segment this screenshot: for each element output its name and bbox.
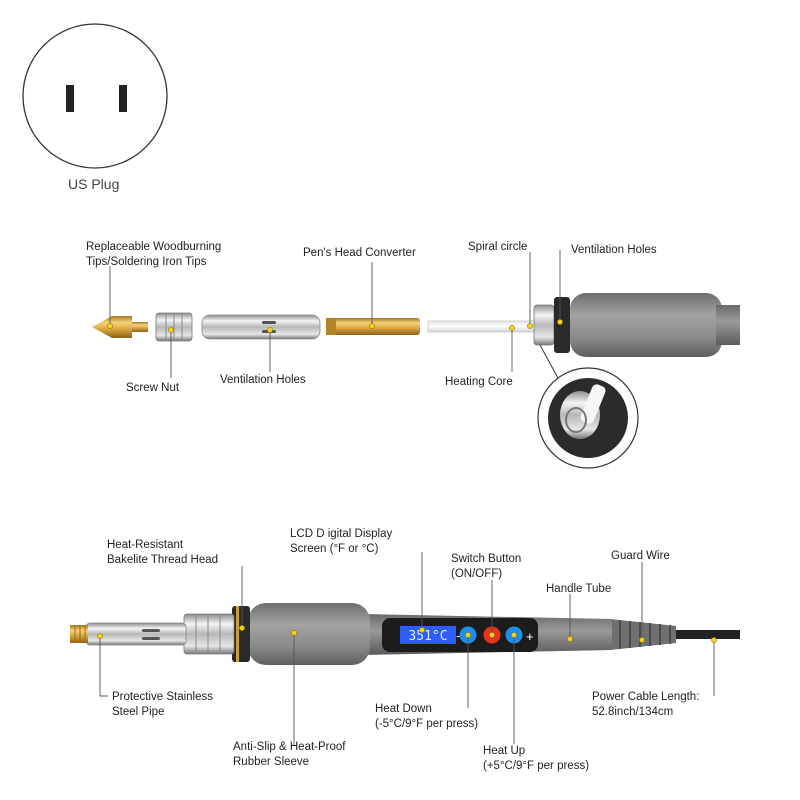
guard-wire (610, 619, 676, 650)
spiral-inset (537, 344, 639, 469)
lcd-display-value: 351°C (408, 629, 447, 644)
label-switch-line2: (ON/OFF) (451, 568, 503, 580)
label-stainless-pipe-line2: Steel Pipe (112, 706, 165, 718)
label-switch: Switch Button (ON/OFF) (451, 552, 521, 582)
label-lcd-line2: Screen (°F or °C) (290, 543, 379, 555)
label-lcd-line1: LCD D igital Display (290, 528, 393, 540)
assembled-tip (70, 625, 88, 643)
label-power-cable-line1: Power Cable Length: (592, 691, 700, 703)
bakelite-thread-head (232, 606, 250, 662)
label-ventilation-holes-bottom: Ventilation Holes (220, 374, 306, 386)
assembled-nut (183, 613, 235, 655)
label-tips-line2: Tips/Soldering Iron Tips (86, 256, 207, 268)
rubber-sleeve (248, 603, 370, 665)
woodburning-tip (92, 316, 148, 338)
power-cable (672, 630, 740, 639)
plug-caption: US Plug (68, 176, 120, 192)
label-heat-up-line1: Heat Up (483, 745, 526, 757)
label-dots (97, 319, 717, 643)
label-rubber-sleeve-line2: Rubber Sleeve (233, 756, 310, 768)
handle-exploded (533, 293, 740, 357)
label-heat-down-line1: Heat Down (375, 703, 432, 715)
label-guard-wire: Guard Wire (611, 550, 670, 562)
label-rubber-sleeve: Anti-Slip & Heat-Proof Rubber Sleeve (233, 740, 346, 770)
screw-nut (155, 312, 193, 342)
label-power-cable-line2: 52.8inch/134cm (592, 706, 674, 718)
heating-core (427, 320, 539, 333)
label-heat-up: Heat Up (+5°C/9°F per press) (483, 744, 589, 774)
label-thread-head: Heat-Resistant Bakelite Thread Head (107, 538, 218, 568)
label-handle-tube: Handle Tube (546, 583, 612, 595)
label-thread-head-line2: Bakelite Thread Head (107, 554, 219, 566)
label-stainless-pipe-line1: Protective Stainless (112, 691, 213, 703)
label-head-converter: Pen's Head Converter (303, 247, 416, 259)
label-stainless-pipe: Protective Stainless Steel Pipe (112, 690, 213, 720)
leader-lines (99, 250, 715, 746)
label-tips: Replaceable Woodburning Tips/Soldering I… (86, 240, 221, 270)
label-heat-down-line2: (-5°C/9°F per press) (375, 718, 479, 730)
label-ventilation-holes-top: Ventilation Holes (571, 244, 657, 256)
label-heat-down: Heat Down (-5°C/9°F per press) (375, 702, 478, 732)
ventilation-tube (201, 314, 321, 340)
plus-symbol: + (526, 629, 534, 644)
label-spiral-circle: Spiral circle (468, 241, 528, 253)
label-switch-line1: Switch Button (451, 553, 522, 565)
label-thread-head-line1: Heat-Resistant (107, 539, 184, 551)
label-lcd: LCD D igital Display Screen (°F or °C) (290, 527, 392, 557)
label-screw-nut: Screw Nut (126, 382, 180, 394)
label-heat-up-line2: (+5°C/9°F per press) (483, 760, 590, 772)
label-rubber-sleeve-line1: Anti-Slip & Heat-Proof (233, 741, 346, 753)
label-tips-line1: Replaceable Woodburning (86, 241, 222, 253)
us-plug-icon (22, 23, 168, 169)
label-heating-core: Heating Core (445, 376, 513, 388)
label-power-cable: Power Cable Length: 52.8inch/134cm (592, 690, 699, 720)
